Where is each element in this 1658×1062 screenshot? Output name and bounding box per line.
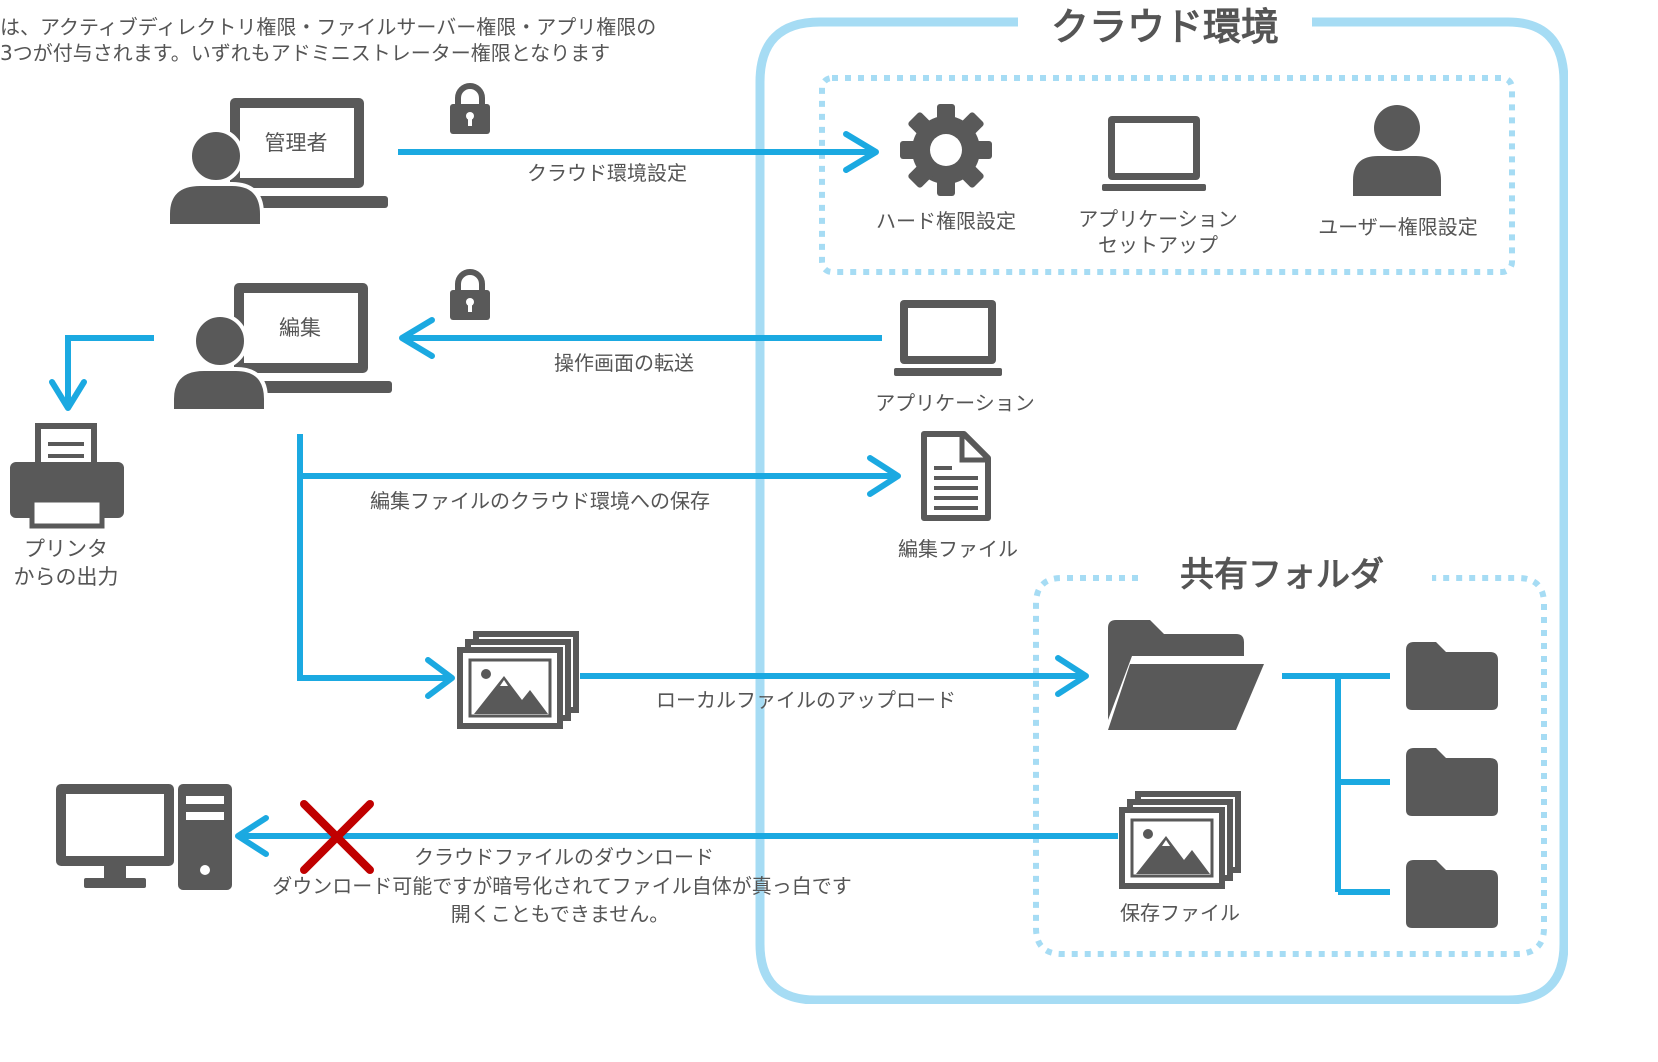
lock-icon-editor [450,272,490,320]
arrowhead-download [235,815,269,857]
admin-label: 管理者 [265,131,328,155]
folder-tree-lines [1282,673,1390,895]
lock-icon-admin [450,86,490,134]
flow-label-download: クラウドファイルのダウンロード [414,845,714,869]
open-folder-icon [1108,620,1264,730]
label-user-setting: ユーザー権限設定 [1318,215,1478,239]
laptop-icon-application [894,300,1002,376]
cloud-frame [755,17,1569,1005]
settings-group [819,75,1515,275]
line-editor-branch [297,434,452,681]
arrow-printer [65,335,154,404]
download-note-line1: ダウンロード可能ですが暗号化されてファイル自体が真っ白です [272,874,851,898]
download-note-line2: 開くこともできません。 [451,902,670,926]
arrowhead-screen-transfer [399,317,435,359]
label-hard-setting: ハード権限設定 [876,209,1016,233]
admin-person-laptop-icon [166,98,388,228]
cross-icon [300,800,374,874]
folder-icon-3 [1406,860,1498,928]
shared-folder-title: 共有フォルダ [1180,555,1384,595]
label-application: アプリケーション [875,391,1035,415]
arrowhead-printer [49,379,87,411]
arrowhead-save-to-cloud [867,455,901,497]
printer-label-line1: プリンタ [24,537,108,561]
gear-icon [900,104,992,196]
printer-label-line2: からの出力 [14,565,119,589]
folder-icon-2 [1406,748,1498,816]
label-app-setup-line1: アプリケーション [1078,207,1238,231]
images-icon-local [460,634,576,726]
arrowhead-to-local-images [425,657,455,699]
images-icon-saved [1122,794,1238,886]
editor-label: 編集 [279,316,321,340]
flow-label-screen-transfer: 操作画面の転送 [554,351,694,375]
header-note-line2: 3つが付与されます。いずれもアドミニストレーター権限となります [0,41,610,65]
printer-icon [10,423,124,529]
label-app-setup-line2: セットアップ [1098,233,1218,257]
cloud-title: クラウド環境 [1051,5,1279,49]
laptop-icon-setup [1102,116,1206,191]
label-edit-file: 編集ファイル [898,537,1018,561]
flow-label-save-to-cloud: 編集ファイルのクラウド環境への保存 [370,489,710,513]
editor-person-laptop-icon [170,283,392,413]
user-icon [1353,105,1441,196]
desktop-pc-icon [56,784,232,890]
flow-label-local-upload: ローカルファイルのアップロード [656,688,956,712]
arrowhead-local-upload [1055,655,1089,697]
flow-label-cloud-setting: クラウド環境設定 [527,161,687,185]
shared-folder-group [1033,575,1547,957]
header-note-line1: は、アクティブディレクトリ権限・ファイルサーバー権限・アプリ権限の [0,15,656,39]
label-saved-file: 保存ファイル [1120,901,1240,925]
folder-icon-1 [1406,642,1498,710]
document-icon [921,431,991,521]
arrowhead-cloud-setting [843,131,879,173]
